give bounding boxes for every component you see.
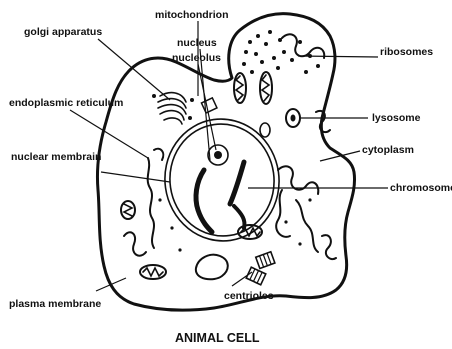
label-chromosome: chromosome — [390, 182, 452, 194]
chromosome-3 — [234, 206, 245, 228]
leader-golgi — [98, 39, 170, 100]
label-ribosomes: ribosomes — [380, 46, 433, 58]
diagram-title: ANIMAL CELL — [175, 331, 260, 345]
centrioles-shape — [246, 252, 275, 285]
leader-nuclear-membrane — [101, 172, 170, 182]
label-nucleus: nucleus — [177, 37, 217, 49]
label-mitochondrion: mitochondrion — [155, 9, 229, 21]
nucleolus-dot — [214, 151, 222, 159]
mitochondrion-left — [121, 201, 135, 219]
mitochondrion-bottom-left — [140, 265, 166, 279]
ribosomes-cluster — [242, 30, 320, 74]
label-centrioles: centrioles — [224, 290, 274, 302]
label-lysosome: lysosome — [372, 112, 421, 124]
chromosome-1 — [196, 170, 212, 232]
chromosome-2 — [230, 162, 244, 204]
lysosome-small — [260, 123, 270, 137]
mitochondrion-top-left — [234, 73, 246, 103]
vacuole-shape — [196, 255, 228, 280]
label-golgi-apparatus: golgi apparatus — [24, 26, 102, 38]
golgi-apparatus-shape — [158, 93, 186, 124]
mitochondrion-top-right — [260, 72, 272, 104]
leader-plasma-membrane — [96, 278, 126, 291]
label-nucleolus: nucleolus — [172, 52, 221, 64]
label-nuclear-membrain: nuclear membrain — [11, 151, 101, 163]
lysosome-center — [291, 115, 296, 122]
label-endoplasmic-reticulum: endoplasmic reticulum — [9, 97, 123, 109]
nuclear-membrane-outer — [157, 112, 287, 249]
leader-cytoplasm — [320, 151, 360, 161]
golgi-small-stack — [201, 98, 217, 113]
label-cytoplasm: cytoplasm — [362, 144, 414, 156]
label-plasma-membrane: plasma membrane — [9, 298, 101, 310]
